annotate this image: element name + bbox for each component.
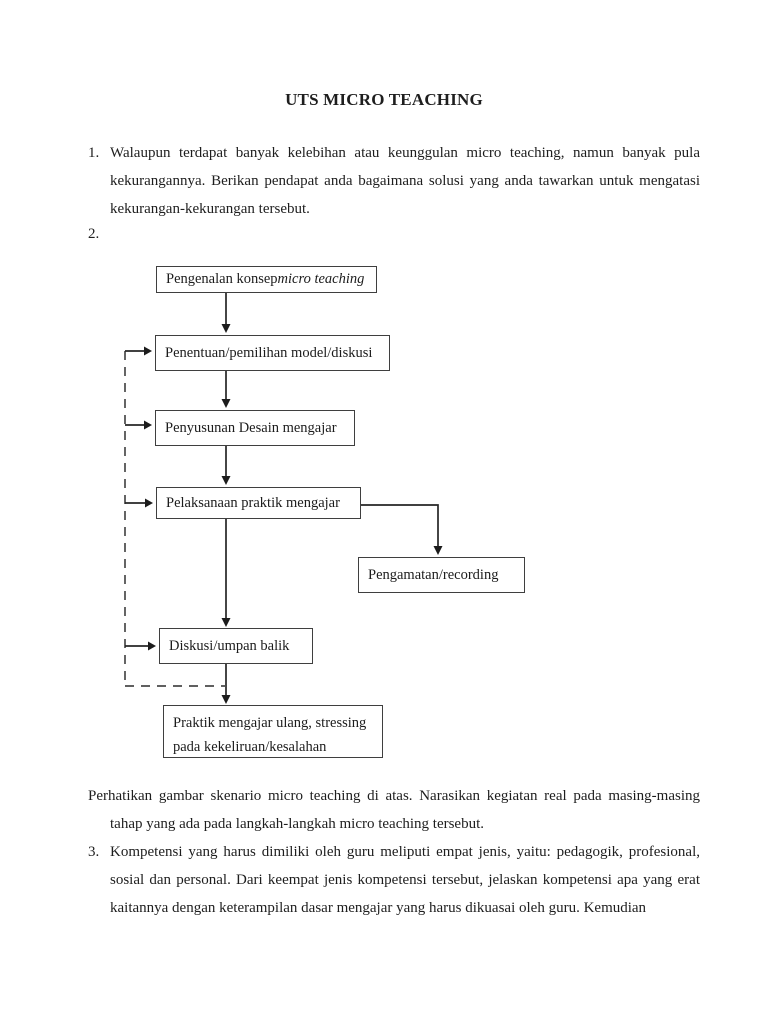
- flow-box-penentuan: Penentuan/pemilihan model/diskusi: [155, 335, 390, 371]
- question-3-number: 3.: [88, 844, 100, 860]
- arrow-penentuan-to-penyusunan: [221, 371, 231, 408]
- question-1-number: 1.: [88, 145, 100, 161]
- arrow-diskusi-to-praktik-ulang: [221, 664, 231, 704]
- flow-box-pengenalan-text: Pengenalan konsep: [166, 271, 278, 287]
- flow-box-pengamatan: Pengamatan/recording: [358, 557, 525, 593]
- flow-box-pengenalan: Pengenalan konsep micro teaching: [156, 266, 377, 293]
- flow-box-praktik-ulang: Praktik mengajar ulang, stressing pada ke…: [163, 705, 383, 758]
- flow-box-praktik-ulang-line1: Praktik mengajar ulang, stressing: [173, 715, 367, 731]
- flow-box-penyusunan: Penyusunan Desain mengajar: [155, 410, 355, 446]
- page-title: UTS MICRO TEACHING: [285, 90, 483, 109]
- arrow-pelaksanaan-to-pengamatan: [361, 504, 443, 555]
- question-1: 1. Walaupun terdapat banyak kelebihan ata…: [88, 139, 700, 223]
- feedback-arrow-to-penyusunan: [125, 420, 152, 430]
- arrow-pelaksanaan-to-diskusi: [221, 519, 231, 627]
- flow-box-pengenalan-italic-text: micro teaching: [277, 271, 365, 287]
- question-3-text: Kompetensi yang harus dimiliki oleh guru…: [110, 844, 700, 916]
- feedback-arrow-to-pelaksanaan: [125, 498, 153, 508]
- feedback-arrow-to-penentuan: [125, 346, 152, 356]
- flow-box-pelaksanaan: Pelaksanaan praktik mengajar: [156, 487, 361, 519]
- question-2-number: 2.: [88, 226, 100, 242]
- question-1-text: Walaupun terdapat banyak kelebihan atau …: [110, 145, 700, 217]
- arrow-penyusunan-to-pelaksanaan: [221, 446, 231, 485]
- diagram-instruction: Perhatikan gambar skenario micro teachin…: [88, 788, 700, 832]
- flow-box-diskusi: Diskusi/umpan balik: [159, 628, 313, 664]
- question-3: 3. Kompetensi yang harus dimiliki oleh gu…: [88, 838, 700, 922]
- arrow-pengenalan-to-penentuan: [221, 293, 231, 333]
- flow-box-praktik-ulang-line2: pada kekeliruan/kesalahan: [173, 739, 327, 755]
- feedback-arrow-to-diskusi: [125, 641, 156, 651]
